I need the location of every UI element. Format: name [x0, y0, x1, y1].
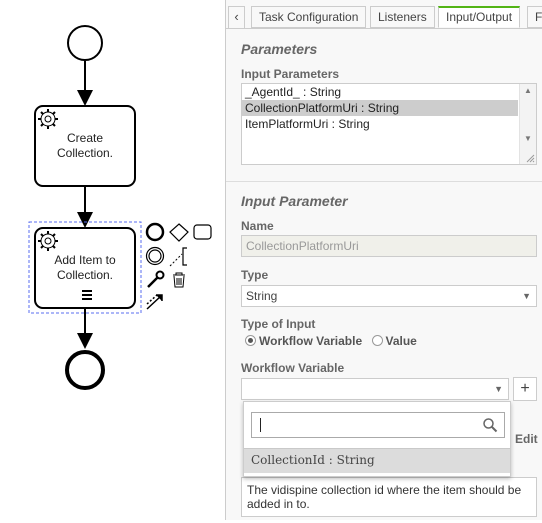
task-add-item-to-collection[interactable]: Add Item to Collection. [34, 227, 136, 309]
append-task-icon[interactable] [193, 224, 212, 240]
scroll-down-arrow-icon[interactable]: ▼ [524, 134, 532, 143]
resize-grip-icon[interactable] [525, 153, 535, 163]
task-label-line1: Create [67, 131, 103, 145]
tab-bar-border [226, 28, 542, 29]
input-parameter-group-title: Input Parameter [241, 193, 348, 209]
start-event[interactable] [67, 25, 103, 61]
list-item-selected[interactable]: CollectionPlatformUri : String [242, 100, 518, 116]
service-task-gear-icon [38, 109, 58, 129]
tab-listeners[interactable]: Listeners [370, 6, 435, 28]
workflow-variable-dropdown: CollectionId : String [243, 401, 511, 477]
workflow-variable-select[interactable]: ▼ [241, 378, 509, 400]
text-cursor [260, 418, 261, 432]
end-event[interactable] [65, 350, 105, 390]
input-parameters-label: Input Parameters [241, 67, 340, 81]
list-scrollbar[interactable]: ▲ ▼ [519, 84, 536, 164]
type-of-input-label: Type of Input [241, 317, 316, 331]
edit-label: Edit [515, 432, 538, 446]
scroll-up-arrow-icon[interactable]: ▲ [524, 86, 532, 95]
connect-arrow-icon[interactable] [146, 294, 163, 310]
context-pad [145, 222, 212, 310]
type-of-input-radio-group: Workflow Variable Value [245, 334, 423, 348]
diagram: Create Collection. Add Item to Collectio… [28, 25, 212, 390]
service-task-gear-icon [38, 231, 58, 251]
dropdown-option[interactable]: CollectionId : String [244, 448, 510, 473]
list-item[interactable]: _AgentId_ : String [245, 85, 342, 99]
task-label-line1: Add Item to [54, 253, 116, 267]
type-label: Type [241, 268, 269, 282]
parameters-group-title: Parameters [241, 41, 318, 57]
name-label: Name [241, 219, 274, 233]
name-field[interactable]: CollectionPlatformUri [241, 235, 537, 257]
section-divider [226, 181, 542, 182]
bpmn-canvas[interactable]: Create Collection. Add Item to Collectio… [0, 0, 225, 520]
task-label-line2: Collection. [57, 268, 113, 282]
tab-truncated[interactable]: F [527, 6, 542, 28]
chevron-down-icon: ▼ [494, 384, 503, 394]
wrench-icon[interactable] [147, 270, 165, 288]
workflow-variable-label: Workflow Variable [241, 361, 345, 375]
radio-workflow-variable-label[interactable]: Workflow Variable [259, 334, 363, 348]
append-text-annotation-icon[interactable] [169, 247, 187, 267]
tab-scroll-left-button[interactable]: ‹ [228, 6, 245, 28]
task-label-line2: Collection. [57, 146, 113, 160]
tab-task-configuration[interactable]: Task Configuration [251, 6, 367, 28]
input-parameters-list[interactable]: _AgentId_ : String CollectionPlatformUri… [241, 83, 537, 165]
append-end-event-icon[interactable] [145, 222, 165, 242]
task-create-collection[interactable]: Create Collection. [34, 105, 136, 187]
description-field[interactable]: The vidispine collection id where the it… [241, 477, 537, 517]
list-item[interactable]: ItemPlatformUri : String [245, 117, 370, 131]
tab-bar: ‹ Task Configuration Listeners Input/Out… [226, 0, 542, 32]
chevron-down-icon: ▼ [522, 291, 531, 301]
selection-outline [28, 221, 142, 314]
append-intermediate-event-icon[interactable] [145, 246, 165, 266]
trash-icon[interactable] [173, 272, 185, 288]
tab-input-output[interactable]: Input/Output [438, 6, 521, 28]
search-icon [483, 418, 498, 433]
radio-value[interactable] [371, 335, 383, 346]
append-gateway-icon[interactable] [169, 223, 189, 242]
dropdown-search-input[interactable] [251, 412, 505, 438]
properties-panel: ‹ Task Configuration Listeners Input/Out… [225, 0, 542, 520]
add-workflow-variable-button[interactable]: + [513, 377, 537, 401]
radio-value-label[interactable]: Value [385, 334, 417, 348]
radio-workflow-variable[interactable] [245, 335, 256, 346]
type-select-value: String [246, 289, 278, 303]
multi-instance-marker-icon [82, 290, 92, 300]
type-select[interactable]: String ▼ [241, 285, 537, 307]
